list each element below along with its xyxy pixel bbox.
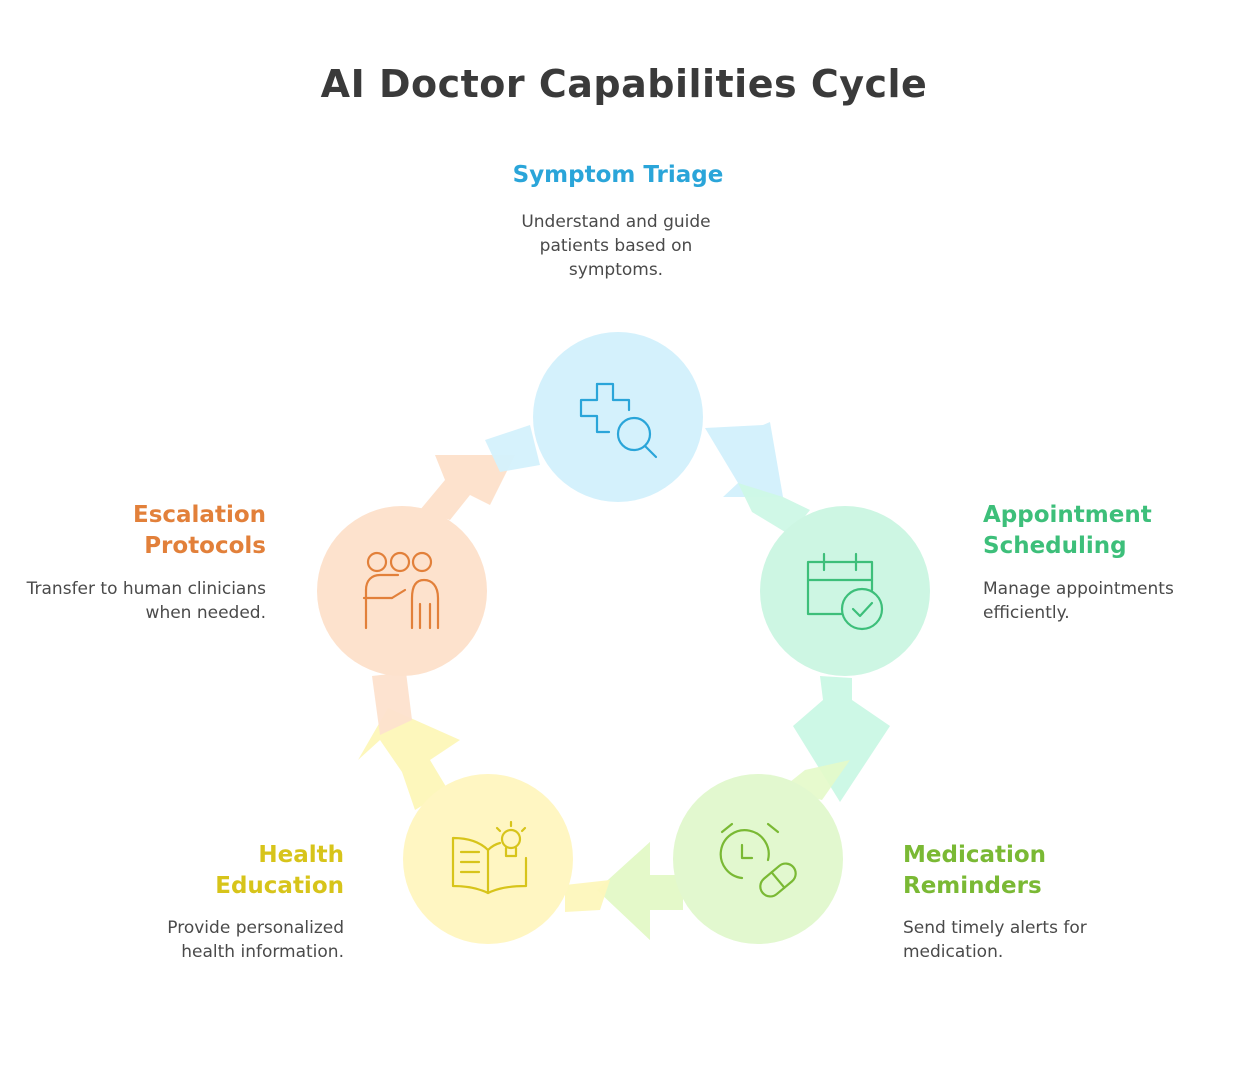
alarm-pill-icon	[719, 822, 797, 898]
escalation-protocols-title: Escalation Protocols	[132, 502, 266, 559]
diagram-title: AI Doctor Capabilities Cycle	[320, 62, 928, 106]
book-lightbulb-icon	[451, 820, 528, 895]
arrow-reminders-to-education	[565, 842, 683, 940]
arrow-scheduling-to-reminders	[780, 676, 890, 802]
appointment-scheduling-title: Appointment Scheduling	[983, 502, 1152, 559]
symptom-triage-title: Symptom Triage	[512, 162, 724, 188]
arrow-escalation-to-triage	[420, 425, 540, 520]
arrow-triage-to-scheduling	[705, 422, 810, 535]
escalation-protocols-description: Transfer to human clinicians when needed…	[26, 579, 266, 623]
symptom-triage-description: Understand and guide patients based on s…	[521, 212, 711, 280]
medication-reminders-description: Send timely alerts for medication.	[903, 918, 1087, 962]
presenter-escalation-icon	[362, 551, 440, 630]
appointment-scheduling-description: Manage appointments efficiently.	[983, 579, 1174, 623]
arrow-education-to-escalation	[358, 672, 460, 810]
health-education-description: Provide personalized health information.	[167, 918, 344, 962]
medical-search-icon	[579, 382, 658, 459]
health-education-title: Health Education	[215, 842, 344, 899]
appointment-scheduling-circle	[760, 506, 930, 676]
symptom-triage-circle	[533, 332, 703, 502]
medication-reminders-title: Medication Reminders	[903, 842, 1047, 899]
medication-reminders-circle	[673, 774, 843, 944]
calendar-check-icon	[806, 552, 884, 631]
